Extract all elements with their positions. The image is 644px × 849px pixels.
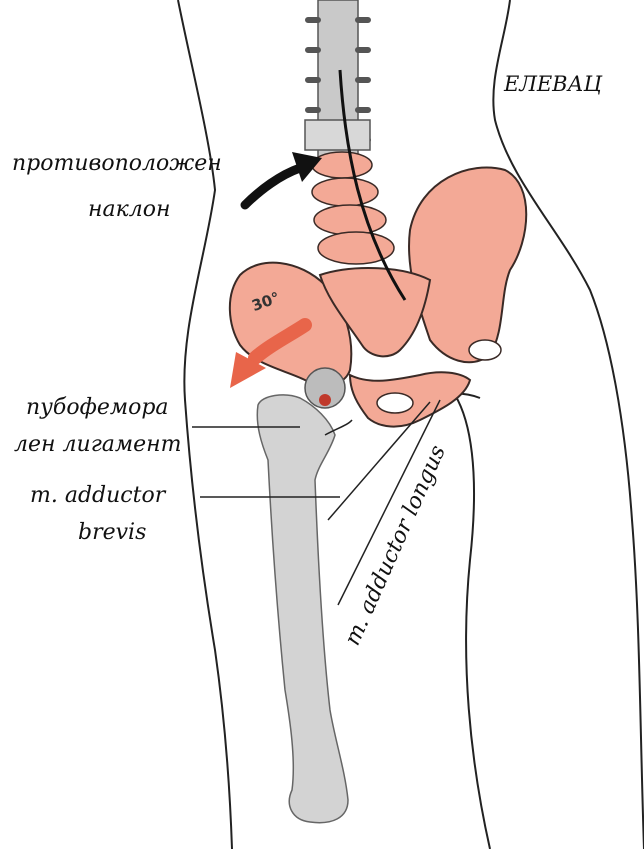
body-outline-right [493, 0, 644, 849]
thigh-inner-outline [455, 395, 490, 849]
pubofemoral-ligament-label: пубофемора [26, 397, 169, 419]
femur [257, 395, 348, 823]
pubofemoral-ligament-label-2: лен лигамент [14, 434, 182, 456]
contralateral-tilt-label-2: наклон [88, 199, 171, 221]
elevation-label: ЕЛЕВАЦ [504, 74, 602, 95]
curved-arrow-icon [245, 152, 322, 205]
body-outline-left [178, 0, 232, 849]
contralateral-tilt-label: противоположен [12, 153, 222, 175]
adductor-brevis-label: m. adductor [30, 485, 165, 507]
spine [305, 0, 394, 264]
adductor-brevis-label-2: brevis [78, 522, 146, 544]
